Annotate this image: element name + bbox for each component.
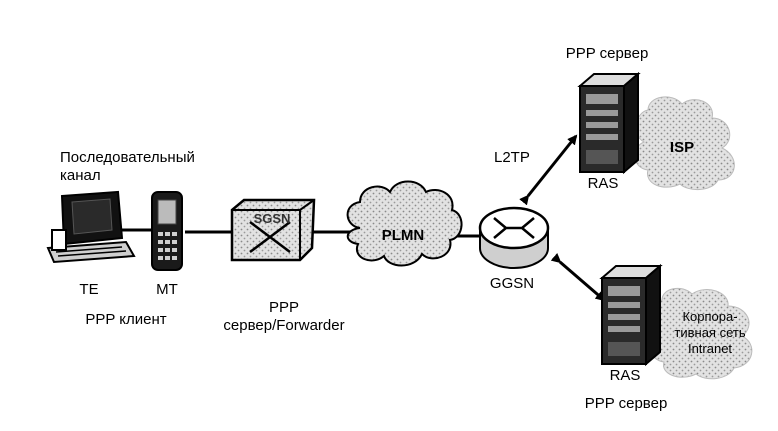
ppp-server-forwarder-label-line2: сервер/Forwarder — [223, 317, 345, 334]
sgsn-device-icon — [230, 198, 316, 262]
l2tp-label: L2TP — [494, 149, 530, 166]
ppp-server-top-label: PPP сервер — [565, 45, 649, 62]
arrow-ggsn-ras-bottom — [550, 252, 606, 302]
mt-phone-icon — [151, 191, 183, 271]
ras-server-bottom-icon — [599, 263, 663, 367]
plmn-cloud — [346, 180, 463, 267]
corporate-label-line3: Intranet — [687, 341, 733, 356]
ras-bottom-label: RAS — [609, 367, 641, 384]
te-label: TE — [79, 281, 99, 298]
arrows — [519, 134, 606, 302]
ppp-server-forwarder-label-line1: PPP — [268, 299, 300, 316]
plmn-label: PLMN — [381, 227, 425, 244]
isp-label: ISP — [669, 139, 695, 156]
ggsn-label: GGSN — [489, 275, 535, 292]
te-computer-icon — [46, 190, 136, 264]
sgsn-label: SGSN — [253, 211, 291, 226]
ppp-server-bottom-label: PPP сервер — [584, 395, 668, 412]
serial-channel-label-line2: канал — [60, 167, 101, 184]
ras-server-top-icon — [577, 71, 641, 175]
connection-lines — [120, 228, 482, 238]
corporate-label-line2: тивная сеть — [674, 325, 746, 340]
arrow-ggsn-ras-top — [519, 134, 578, 206]
ggsn-router-icon — [478, 206, 550, 269]
ppp-client-label: PPP клиент — [85, 311, 167, 328]
corporate-label-line1: Корпора- — [682, 309, 738, 324]
ras-top-label: RAS — [587, 175, 619, 192]
serial-channel-label-line1: Последовательный — [60, 149, 195, 166]
mt-label: MT — [156, 281, 178, 298]
